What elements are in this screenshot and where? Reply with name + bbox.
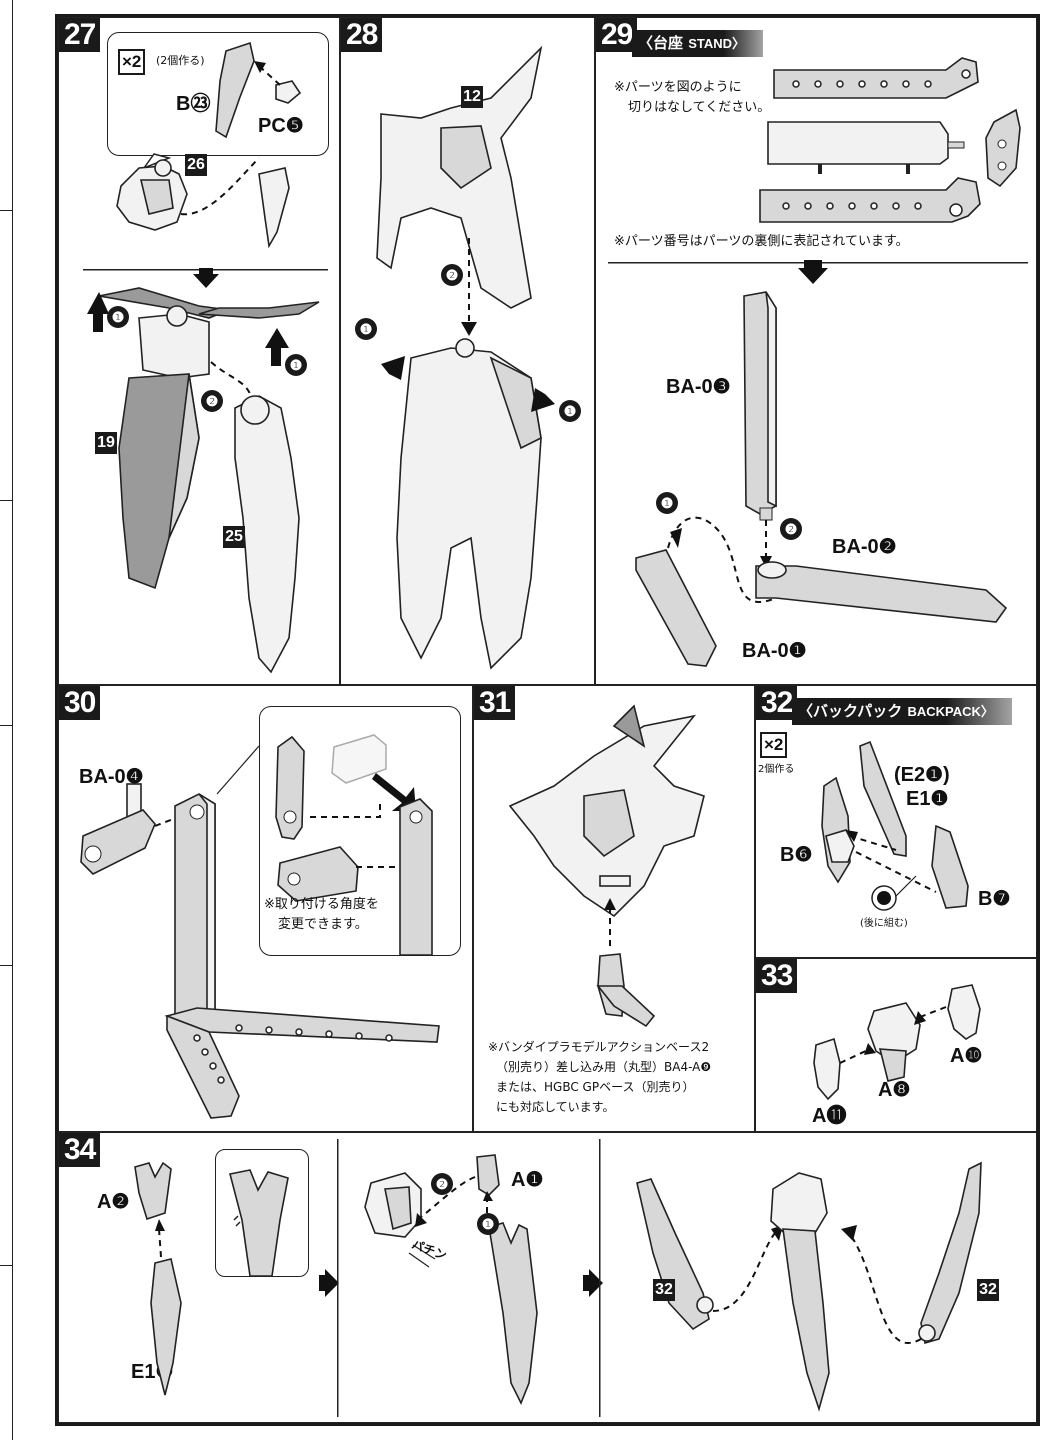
edge-border bbox=[0, 0, 13, 1440]
step-33-panel: 33 A❿ A❽ A⓫ bbox=[755, 958, 1037, 1132]
ref-19: 19 bbox=[95, 432, 117, 454]
step-28-panel: 28 12 ❷ ❶ ❶ bbox=[340, 17, 595, 685]
step-27-legs-art bbox=[87, 287, 320, 674]
note-action-base-line4: にも対応しています。 bbox=[496, 1100, 615, 1114]
ref-32-right: 32 bbox=[977, 1279, 999, 1301]
note-adjust-angle-line2: 変更できます。 bbox=[278, 917, 368, 932]
note-cut-parts-line2: 切りはなしてください。 bbox=[628, 100, 771, 115]
step-30-panel: 30 BA-0❹ bbox=[58, 685, 473, 1132]
step-32-panel: 32 〈バックパック BACKPACK〉 ×2 2個作る (E2❶) E1❶ B… bbox=[755, 685, 1037, 958]
detail-art bbox=[229, 1169, 289, 1277]
step-31-panel: 31 ※バンダイプラモデルアクションベース2 （別売り）差し込み用（丸型）BA4… bbox=[473, 685, 755, 1132]
step-arrow-1: ❶ bbox=[656, 492, 678, 514]
ref-12: 12 bbox=[461, 86, 483, 108]
part-label-a8: A❽ bbox=[878, 1079, 911, 1101]
step-arrow-2: ❷ bbox=[780, 518, 802, 540]
ref-26: 26 bbox=[185, 154, 207, 176]
part-label-ba04: BA-0❹ bbox=[79, 766, 144, 788]
step-arrow-1-left: ❶ bbox=[107, 306, 129, 328]
edge-divider bbox=[0, 210, 12, 211]
step-arrow-1-right: ❶ bbox=[559, 400, 581, 422]
part-label-a11: A⓫ bbox=[812, 1105, 847, 1127]
step-27-panel: 27 ×2 (2個作る) B㉓ PC❺ 26 bbox=[58, 17, 340, 685]
step-34-panel: 34 A❷ E1❾ bbox=[58, 1132, 1037, 1423]
banner-jp: 〈バックパック bbox=[798, 702, 903, 720]
stand-runner-art bbox=[608, 57, 1028, 667]
part-label-e21: (E2❶) bbox=[894, 764, 950, 786]
section-banner-backpack: 〈バックパック BACKPACK〉 bbox=[792, 698, 1012, 725]
step-number: 29 bbox=[596, 18, 638, 52]
part-label-ba02: BA-0❷ bbox=[832, 536, 897, 558]
ref-32-left: 32 bbox=[653, 1279, 675, 1301]
edge-divider bbox=[0, 500, 12, 501]
step-arrow-2: ❷ bbox=[201, 390, 223, 412]
part-label-a2: A❷ bbox=[97, 1191, 130, 1213]
note-part-number-location: ※パーツ番号はパーツの裏側に表記されています。 bbox=[614, 234, 909, 249]
step-arrow-2: ❷ bbox=[431, 1173, 453, 1195]
step-number: 33 bbox=[756, 959, 798, 993]
step-32-art bbox=[821, 740, 969, 911]
note-action-base-line2: （別売り）差し込み用（丸型）BA4-A❾ bbox=[496, 1060, 712, 1074]
part-label-b7: B❼ bbox=[978, 888, 1011, 910]
angle-detail-art bbox=[275, 734, 433, 956]
part-label-b23: B㉓ bbox=[176, 93, 211, 115]
note-cut-parts-line1: ※パーツを図のように bbox=[614, 80, 742, 95]
banner-jp: 〈台座 bbox=[638, 34, 684, 52]
edge-divider bbox=[0, 725, 12, 726]
note-assemble-later: (後に組む) bbox=[860, 918, 908, 929]
step-number: 32 bbox=[756, 686, 798, 720]
part-b23-illustration bbox=[215, 41, 302, 139]
note-action-base-line1: ※バンダイプラモデルアクションベース2 bbox=[488, 1040, 710, 1054]
step-number: 31 bbox=[474, 686, 516, 720]
note-action-base-line3: または、HGBC GPベース（別売り） bbox=[496, 1080, 695, 1094]
part-label-pc5: PC❺ bbox=[258, 115, 304, 137]
note-adjust-angle-line1: ※取り付ける角度を bbox=[264, 897, 379, 912]
step-number: 27 bbox=[59, 18, 101, 52]
part-label-a10: A❿ bbox=[950, 1045, 983, 1067]
step-33-art bbox=[813, 984, 981, 1101]
section-banner-stand: 〈台座 STAND〉 bbox=[632, 30, 764, 57]
step-number: 30 bbox=[59, 686, 101, 720]
part-label-a1: A❶ bbox=[511, 1169, 544, 1191]
edge-divider bbox=[0, 965, 12, 966]
step-30-art bbox=[80, 745, 440, 1119]
ref-25: 25 bbox=[223, 526, 245, 548]
step-arrow-2: ❷ bbox=[441, 264, 463, 286]
step-arrow-1: ❶ bbox=[477, 1213, 499, 1235]
page-edge-strip bbox=[0, 0, 26, 1440]
step-arrow-1-left: ❶ bbox=[355, 318, 377, 340]
subassembly-callout: ×2 (2個作る) B㉓ PC❺ bbox=[107, 32, 329, 156]
quantity-note: 2個作る bbox=[758, 764, 795, 775]
step-number: 34 bbox=[59, 1133, 101, 1167]
part-label-b6: B❻ bbox=[780, 844, 813, 866]
step-arrow-1-right: ❶ bbox=[285, 354, 307, 376]
banner-en: BACKPACK〉 bbox=[907, 704, 994, 719]
detail-callout bbox=[215, 1149, 309, 1277]
step-31-art bbox=[508, 704, 705, 1028]
part-label-e11: E1❶ bbox=[906, 788, 949, 810]
quantity-note: (2個作る) bbox=[156, 54, 205, 67]
step-28-art bbox=[376, 45, 555, 670]
edge-divider bbox=[0, 1265, 12, 1266]
quantity-badge: ×2 bbox=[760, 732, 788, 758]
banner-en: STAND〉 bbox=[688, 36, 746, 51]
step-29-panel: 29 〈台座 STAND〉 ※パーツを図のように 切りはなしてください。 bbox=[595, 17, 1037, 685]
part-label-ba01: BA-0❶ bbox=[742, 640, 807, 662]
step-27-subassembly-art bbox=[83, 153, 328, 288]
part-label-ba03: BA-0❸ bbox=[666, 376, 731, 398]
angle-detail-callout: ※取り付ける角度を 変更できます。 bbox=[259, 706, 461, 956]
instruction-page-frame: 27 ×2 (2個作る) B㉓ PC❺ 26 bbox=[55, 14, 1040, 1426]
step-34-art bbox=[134, 1139, 982, 1417]
step-number: 28 bbox=[341, 18, 383, 52]
quantity-badge: ×2 bbox=[118, 49, 146, 75]
